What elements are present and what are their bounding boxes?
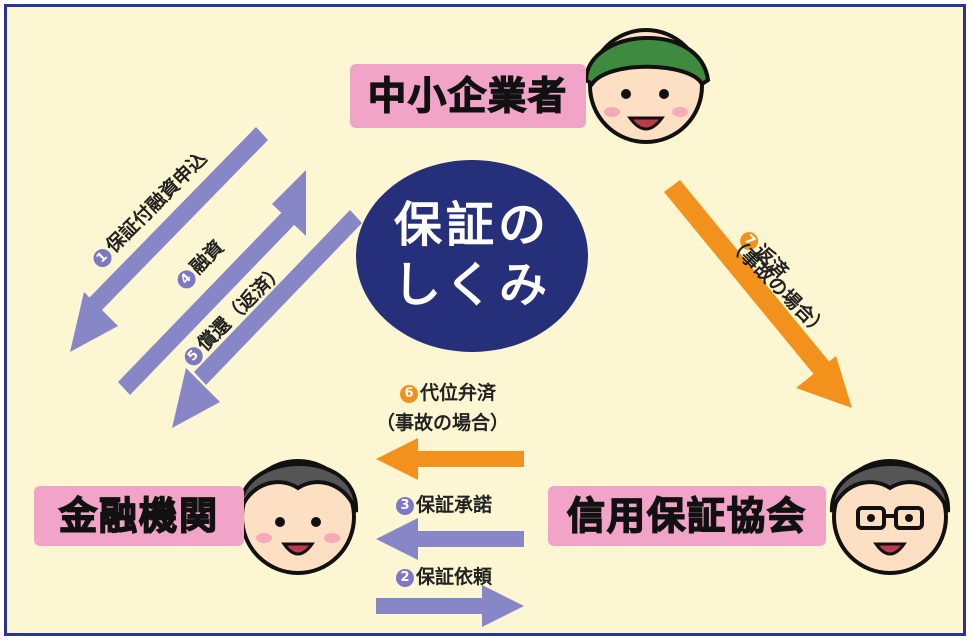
step-6-badge: 6 xyxy=(400,385,418,403)
flow-3-text: 保証承諾 xyxy=(416,494,493,516)
actor-label-association: 信用保証協会 xyxy=(548,486,826,546)
actor-label-bank: 金融機関 xyxy=(34,486,244,546)
sme-face-icon xyxy=(583,28,711,144)
flow-label-6-sub: （事故の場合） xyxy=(376,412,510,434)
actor-bank-text: 金融機関 xyxy=(58,494,219,538)
center-title-line2: しくみ xyxy=(393,257,551,313)
actor-sme-text: 中小企業者 xyxy=(367,74,568,118)
center-title: 保証の しくみ xyxy=(356,160,588,350)
arrow-6 xyxy=(376,438,524,480)
center-title-line1: 保証の xyxy=(393,197,550,253)
arrow-7 xyxy=(664,180,852,408)
step-3-badge: 3 xyxy=(396,497,414,515)
step-2-badge: 2 xyxy=(396,569,414,587)
arrow-5 xyxy=(172,210,362,428)
arrow-3 xyxy=(376,518,524,560)
flow-6-text: 代位弁済 xyxy=(420,382,497,404)
arrow-1 xyxy=(70,127,268,352)
actor-label-sme: 中小企業者 xyxy=(350,64,586,128)
arrow-4 xyxy=(118,170,306,395)
association-face-icon xyxy=(829,459,951,575)
arrow-2 xyxy=(376,585,524,627)
center-oval xyxy=(356,160,588,352)
actor-association-text: 信用保証協会 xyxy=(566,494,807,538)
bank-face-icon xyxy=(237,459,359,575)
flow-2-text: 保証依頼 xyxy=(416,566,493,588)
